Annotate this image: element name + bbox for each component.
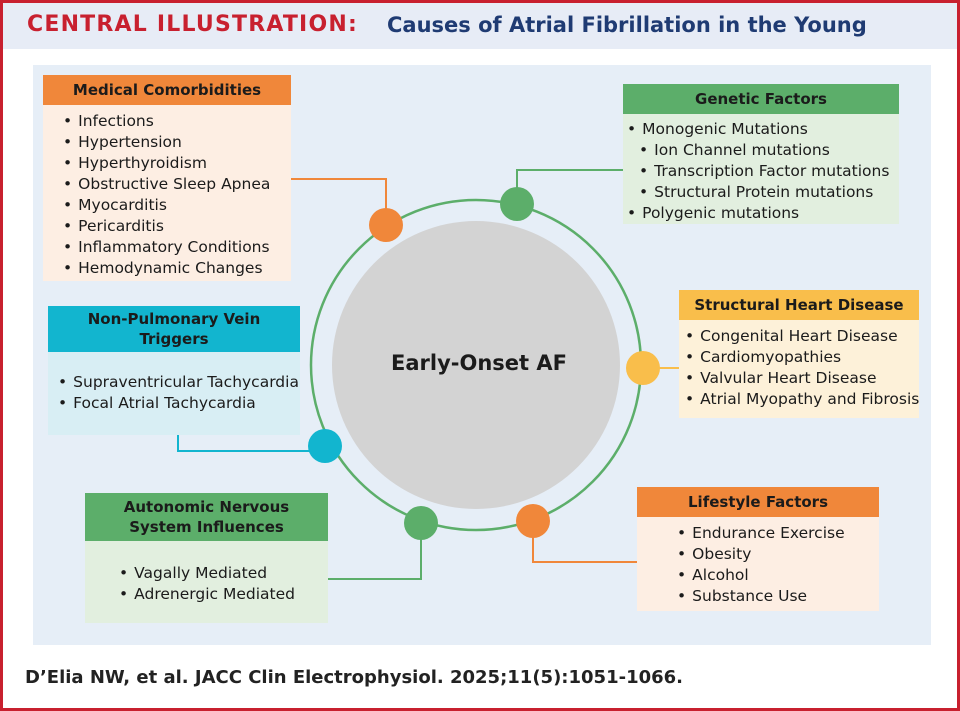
- non-pulmonary-vein-triggers-header: Non-Pulmonary Vein Triggers: [48, 306, 300, 352]
- lifestyle-factors-box: Lifestyle Factors Endurance Exercise Obe…: [637, 487, 879, 611]
- list-item: Transcription Factor mutations: [627, 161, 899, 182]
- list-item: Cardiomyopathies: [685, 347, 919, 368]
- list-item: Ion Channel mutations: [627, 140, 899, 161]
- genetic-node: [500, 187, 534, 221]
- title-bar: CENTRAL ILLUSTRATION: Causes of Atrial F…: [3, 3, 957, 49]
- list-item: Inflammatory Conditions: [63, 237, 291, 258]
- title-lead: CENTRAL ILLUSTRATION:: [27, 12, 358, 37]
- list-item: Infections: [63, 111, 291, 132]
- medical-comorbidities-box: Medical Comorbidities Infections Hyperte…: [43, 75, 291, 281]
- list-item: Alcohol: [677, 565, 879, 586]
- list-item: Hemodynamic Changes: [63, 258, 291, 279]
- list-item: Structural Protein mutations: [627, 182, 899, 203]
- nonpv-node: [308, 429, 342, 463]
- list-item: Monogenic Mutations: [627, 119, 899, 140]
- list-item: Congenital Heart Disease: [685, 326, 919, 347]
- non-pulmonary-vein-triggers-box: Non-Pulmonary Vein Triggers Supraventric…: [48, 306, 300, 435]
- structural-heart-disease-list: Congenital Heart Disease Cardiomyopathie…: [685, 326, 919, 410]
- autonomic-node: [404, 506, 438, 540]
- list-item: Substance Use: [677, 586, 879, 607]
- center-circle: [332, 221, 620, 509]
- structural-heart-disease-header: Structural Heart Disease: [679, 290, 919, 320]
- autonomic-connector: [328, 523, 422, 580]
- autonomic-nervous-system-list: Vagally Mediated Adrenergic Mediated: [119, 563, 328, 605]
- autonomic-nervous-system-header: Autonomic Nervous System Influences: [85, 493, 328, 541]
- lifestyle-factors-header: Lifestyle Factors: [637, 487, 879, 517]
- structural-node: [626, 351, 660, 385]
- center-label: Early-Onset AF: [391, 351, 567, 375]
- list-item: Hyperthyroidism: [63, 153, 291, 174]
- list-item: Focal Atrial Tachycardia: [58, 393, 300, 414]
- list-item: Obstructive Sleep Apnea: [63, 174, 291, 195]
- list-item: Obesity: [677, 544, 879, 565]
- list-item: Hypertension: [63, 132, 291, 153]
- diagram-graphics: [177, 169, 681, 580]
- nonpv-connector: [177, 435, 325, 452]
- genetic-factors-list: Monogenic Mutations Ion Channel mutation…: [627, 119, 899, 224]
- list-item: Atrial Myopathy and Fibrosis: [685, 389, 919, 410]
- list-item: Supraventricular Tachycardia: [58, 372, 300, 393]
- page-title: Causes of Atrial Fibrillation in the You…: [387, 13, 867, 37]
- list-item: Vagally Mediated: [119, 563, 328, 584]
- non-pulmonary-vein-triggers-list: Supraventricular Tachycardia Focal Atria…: [58, 372, 300, 414]
- lifestyle-factors-list: Endurance Exercise Obesity Alcohol Subst…: [677, 523, 879, 607]
- medical-comorbidities-header: Medical Comorbidities: [43, 75, 291, 105]
- list-item: Polygenic mutations: [627, 203, 899, 224]
- genetic-factors-header: Genetic Factors: [623, 84, 899, 114]
- citation: D’Elia NW, et al. JACC Clin Electrophysi…: [25, 667, 684, 688]
- genetic-factors-box: Genetic Factors Monogenic Mutations Ion …: [623, 84, 899, 224]
- list-item: Pericarditis: [63, 216, 291, 237]
- medical-node: [369, 208, 403, 242]
- list-item: Myocarditis: [63, 195, 291, 216]
- autonomic-nervous-system-box: Autonomic Nervous System Influences Vaga…: [85, 493, 328, 623]
- structural-heart-disease-box: Structural Heart Disease Congenital Hear…: [679, 290, 919, 418]
- list-item: Endurance Exercise: [677, 523, 879, 544]
- list-item: Valvular Heart Disease: [685, 368, 919, 389]
- medical-comorbidities-list: Infections Hypertension Hyperthyroidism …: [63, 111, 291, 279]
- lifestyle-node: [516, 504, 550, 538]
- list-item: Adrenergic Mediated: [119, 584, 328, 605]
